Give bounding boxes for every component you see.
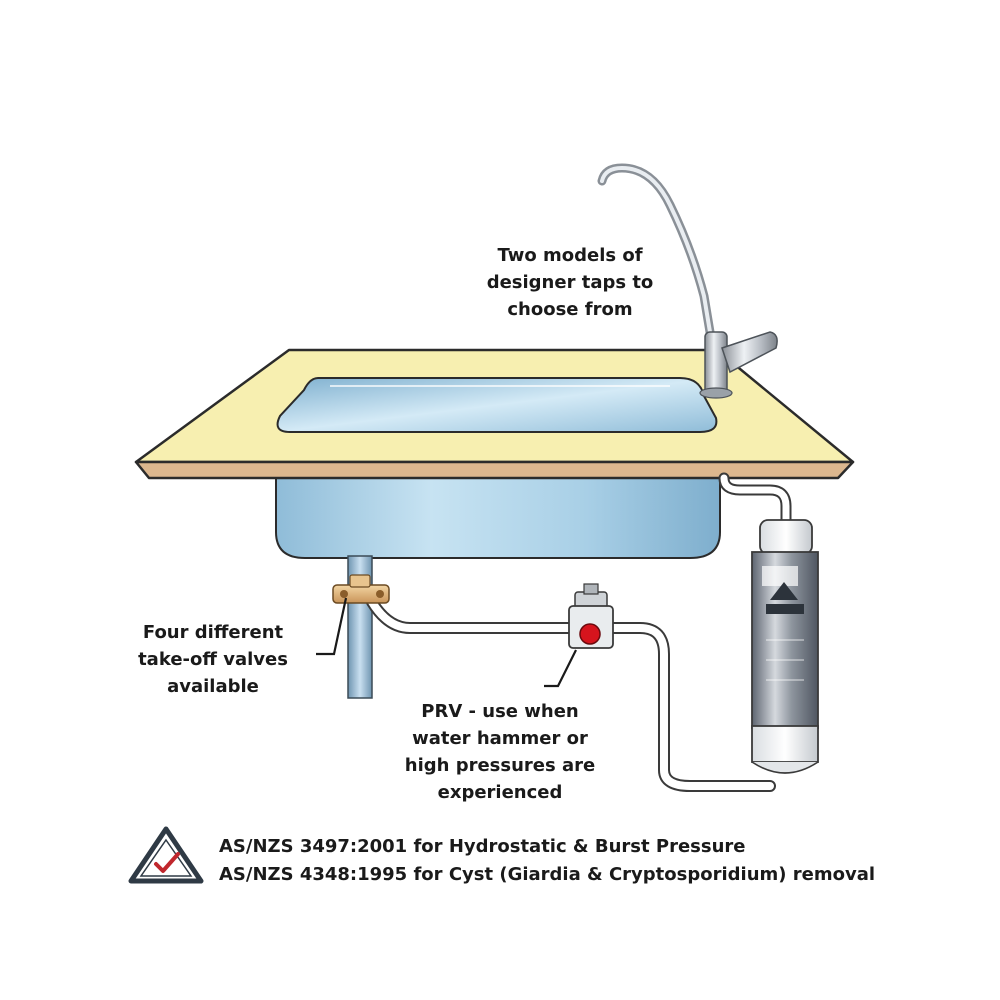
benchtop-edge xyxy=(134,460,855,480)
tap-callout-label: Two models of designer taps to choose fr… xyxy=(470,242,670,323)
tap-label-line-1: Two models of xyxy=(497,245,643,266)
prv-label-line-1: PRV - use when xyxy=(421,701,579,722)
valve-callout-line xyxy=(316,597,348,656)
designer-tap xyxy=(597,163,778,399)
standard-line-1: AS/NZS 3497:2001 for Hydrostatic & Burst… xyxy=(219,836,746,857)
tap-label-line-2: designer taps to xyxy=(486,272,654,293)
prv-label-line-2: water hammer or xyxy=(412,728,588,749)
prv-callout-label: PRV - use when water hammer or high pres… xyxy=(390,698,610,806)
filter-cartridge xyxy=(751,519,819,774)
valve-label-line-2: take-off valves xyxy=(138,649,288,670)
sink-basin xyxy=(276,377,718,433)
valve-callout-label: Four different take-off valves available xyxy=(128,619,298,700)
supply-hose xyxy=(366,596,776,792)
standards-compliance: AS/NZS 3497:2001 for Hydrostatic & Burst… xyxy=(219,833,875,889)
valve-label-line-3: available xyxy=(167,676,259,697)
standard-line-2: AS/NZS 4348:1995 for Cyst (Giardia & Cry… xyxy=(219,864,876,885)
prv-label-line-3: high pressures are xyxy=(404,755,596,776)
prv-label-line-4: experienced xyxy=(437,782,563,803)
prv-valve xyxy=(568,583,614,649)
outlet-hose xyxy=(718,472,792,526)
prv-callout-line xyxy=(544,649,577,688)
certification-mark-icon xyxy=(128,826,204,884)
tap-label-line-3: choose from xyxy=(507,299,633,320)
sink-tub xyxy=(275,471,721,559)
valve-label-line-1: Four different xyxy=(142,622,284,643)
take-off-valve xyxy=(332,574,390,604)
